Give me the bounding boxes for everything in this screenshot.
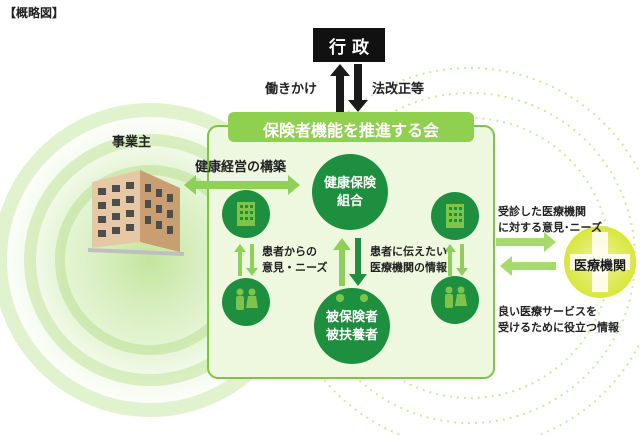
building-icon (88, 170, 184, 256)
employer-label: 事業主 (112, 135, 152, 150)
government-arrows (330, 64, 368, 112)
right-top-line2: に対する意見･ニーズ (498, 221, 602, 234)
diagram-caption: 【概略図】 (4, 6, 65, 20)
center-flow-line1: 患者に伝えたい (370, 245, 447, 258)
left-flow-line2: 意見・ニーズ (262, 261, 328, 274)
hospital-icon-left (237, 202, 255, 226)
center-flow-line2: 医療機関の情報 (370, 261, 447, 274)
left-flow-text: 患者からの 意見・ニーズ (262, 244, 327, 276)
left-vertical-arrows (234, 244, 258, 276)
health-management-arrow (184, 175, 300, 195)
cross-icon (570, 232, 630, 292)
right-bottom-text: 良い医療サービスを 受けるために役立つ情報 (498, 304, 619, 336)
insured-label-line1: 被保険者 (325, 310, 378, 325)
health-management-label: 健康経営の構築 (195, 160, 287, 175)
right-bottom-line1: 良い医療サービスを (498, 305, 597, 318)
work-on-label: 働きかけ (265, 82, 318, 97)
medical-arrows (496, 232, 556, 276)
insurer-label-line1: 健康保険 (323, 176, 376, 191)
left-people-circle (222, 278, 270, 326)
right-people-circle (431, 276, 479, 324)
right-vertical-arrows (444, 244, 468, 276)
right-top-text: 受診した医療機関 に対する意見･ニーズ (498, 204, 602, 236)
people-icon-right (445, 286, 467, 308)
insurer-circle (312, 154, 388, 230)
hospital-icon-right (446, 204, 464, 228)
left-flow-line1: 患者からの (262, 245, 317, 258)
people-icon-left (236, 288, 258, 310)
government-label: 行 政 (329, 38, 369, 58)
people-icon-center (336, 294, 368, 302)
law-revision-label: 法改正等 (372, 82, 425, 97)
insured-circle (314, 288, 390, 364)
insurer-label: 健康保険 組合 (312, 175, 388, 211)
right-top-line1: 受診した医療機関 (498, 205, 586, 218)
center-flow-text: 患者に伝えたい 医療機関の情報 (370, 244, 447, 276)
council-title-bar (228, 112, 474, 142)
right-bottom-line2: 受けるために役立つ情報 (498, 321, 619, 334)
center-vertical-arrows (333, 238, 367, 286)
insurer-label-line2: 組合 (336, 194, 363, 209)
insured-label: 被保険者 被扶養者 (314, 309, 390, 345)
government-box (313, 28, 385, 62)
council-title: 保険者機能を推進する会 (262, 121, 439, 140)
insured-label-line2: 被扶養者 (325, 328, 378, 343)
medical-institution-label: 医療機関 (573, 259, 626, 274)
